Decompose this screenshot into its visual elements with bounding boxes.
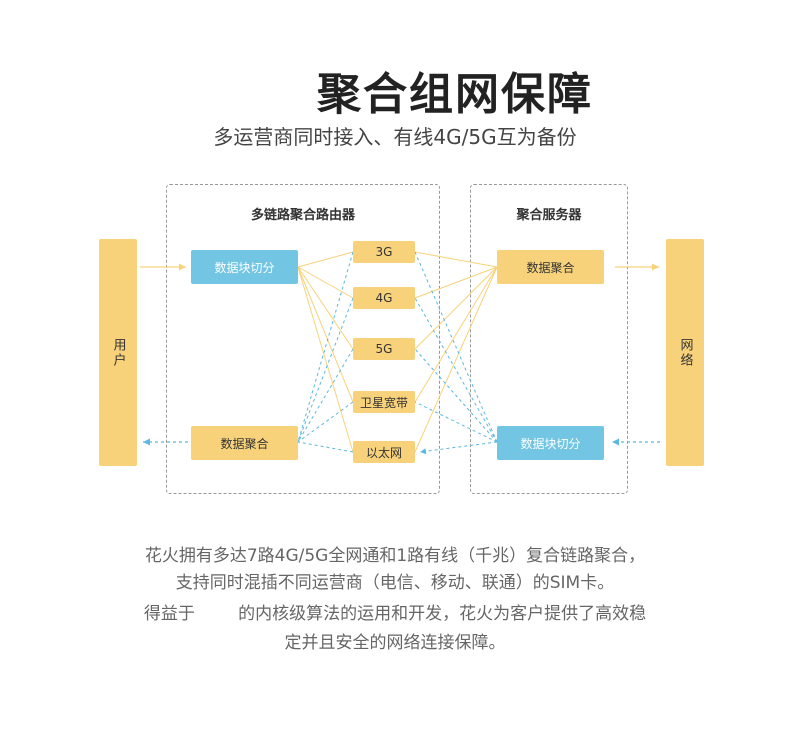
network-box: 网络 <box>666 239 704 466</box>
link-5g: 5G <box>353 338 415 360</box>
description-line-2: 支持同时混插不同运营商（电信、移动、联通）的SIM卡。 <box>175 573 615 593</box>
description-line-4: 定并且安全的网络连接保障。 <box>284 633 506 653</box>
description-line-3: 得益于 的内核级算法的运用和开发，花火为客户提供了高效稳 <box>143 604 647 624</box>
link-ethernet: 以太网 <box>353 441 415 463</box>
server-split-box: 数据块切分 <box>497 426 604 460</box>
link-4g: 4G <box>353 287 415 309</box>
server-merge-box: 数据聚合 <box>497 250 604 284</box>
network-label: 网络 <box>677 337 693 368</box>
router-split-box: 数据块切分 <box>191 250 298 284</box>
description-line-1: 花火拥有多达7路4G/5G全网通和1路有线（千兆）复合链路聚合， <box>144 546 646 566</box>
router-merge-box: 数据聚合 <box>191 426 298 460</box>
page-subtitle: 多运营商同时接入、有线4G/5G互为备份 <box>213 125 577 149</box>
user-label: 用户 <box>110 337 126 368</box>
page-title: 聚合组网保障 <box>317 69 593 120</box>
user-box: 用户 <box>99 239 137 466</box>
server-container <box>470 184 628 494</box>
router-container <box>166 184 440 494</box>
router-label: 多链路聚合路由器 <box>250 208 355 223</box>
link-3g: 3G <box>353 241 415 263</box>
link-satellite: 卫星宽带 <box>353 391 415 413</box>
server-label: 聚合服务器 <box>516 208 582 223</box>
